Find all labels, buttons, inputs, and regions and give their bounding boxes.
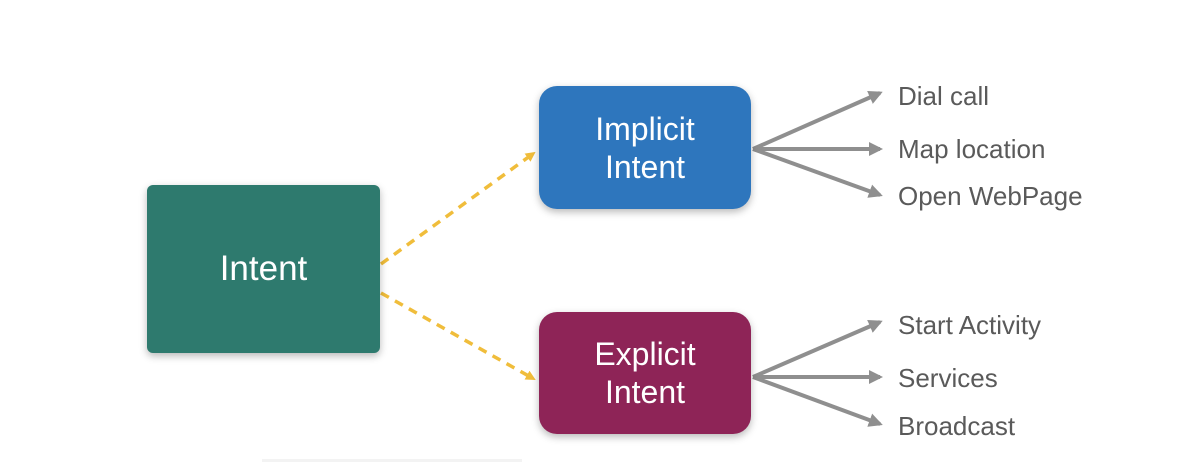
implicit-intent-node: Implicit Intent xyxy=(539,86,751,209)
explicit-intent-title-line1: Explicit xyxy=(594,336,696,372)
explicit-item-start-activity: Start Activity xyxy=(898,310,1042,340)
explicit-intent-title-line2: Intent xyxy=(604,374,686,410)
explicit-item-services: Services xyxy=(898,363,998,393)
arrow-implicit-to-dial-call xyxy=(752,91,883,151)
arrow-implicit-to-open-webpage xyxy=(752,147,883,198)
arrow-explicit-to-broadcast xyxy=(752,375,883,427)
implicit-intent-title-line2: Intent xyxy=(604,148,686,185)
intent-node: Intent xyxy=(147,185,380,353)
implicit-item-dial-call: Dial call xyxy=(898,81,990,111)
intent-node-label: Intent xyxy=(219,249,308,288)
explicit-intent-node: Explicit Intent xyxy=(539,312,751,434)
arrow-explicit-to-start-activity xyxy=(752,319,883,379)
explicit-item-broadcast: Broadcast xyxy=(898,411,1016,441)
implicit-item-open-webpage: Open WebPage xyxy=(898,181,1083,211)
implicit-item-map-location: Map location xyxy=(898,134,1046,164)
bottom-divider xyxy=(262,459,522,462)
arrow-intent-to-implicit xyxy=(379,151,536,266)
implicit-intent-title-line1: Implicit xyxy=(595,110,695,147)
arrow-intent-to-explicit xyxy=(380,291,536,381)
